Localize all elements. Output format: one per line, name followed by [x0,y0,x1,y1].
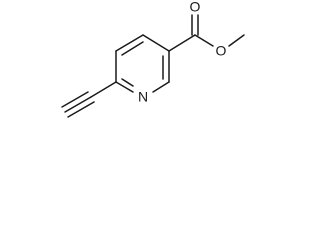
structure-diagram: N O O [61,0,245,118]
bond-ring-carbonyl [168,34,196,52]
bond-carbonyl-ester-oxygen [194,34,214,47]
ring-nitrogen-label: N [138,89,148,105]
bond-inner-n-c6 [121,78,134,87]
molecule-drawing: N O O [61,0,245,118]
bond-triple-3 [67,101,95,118]
bond-c2-c3 [142,34,170,52]
bond-inner-c1-c2 [121,41,144,56]
bond-ring-alkyne [90,81,117,98]
ester-oxygen-label: O [216,43,227,59]
bond-ester-oxygen-methyl [228,34,245,47]
carbonyl-oxygen-label: O [190,0,201,15]
bond-c1-c2 [115,34,144,52]
bond-triple-1 [64,96,92,113]
bond-n-c6 [115,81,134,93]
bond-c4-c5 [152,81,170,93]
bond-triple-2 [61,91,89,108]
